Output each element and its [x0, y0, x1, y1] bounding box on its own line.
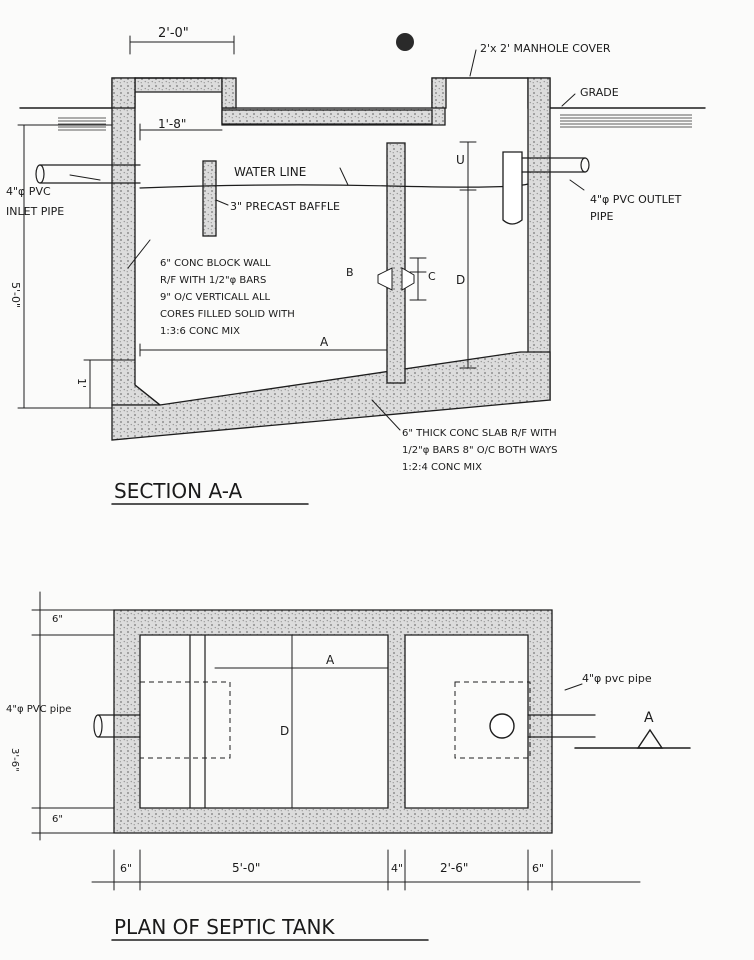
plan-bottom-dim-4: 2'-6"	[440, 861, 468, 875]
wall-note-5: 1:3:6 CONC MIX	[160, 326, 240, 337]
dim-height	[17, 124, 113, 409]
leader-manhole	[469, 49, 477, 77]
plan-manhole-right	[454, 681, 531, 759]
plan-inlet-pipe	[97, 714, 141, 738]
manhole-right-rim	[431, 77, 447, 109]
dim-c-text: C	[428, 270, 436, 283]
ink-blot	[396, 33, 414, 51]
outlet-pipe-end	[580, 157, 590, 173]
precast-baffle	[202, 160, 217, 237]
soil-hatch-left	[58, 117, 106, 131]
slab-note-2: 1/2"φ BARS 8" O/C BOTH WAYS	[402, 445, 557, 456]
manhole-label: 2'x 2' MANHOLE COVER	[480, 42, 611, 55]
plan-title: PLAN OF SEPTIC TANK	[114, 915, 335, 939]
baffle-label: 3" PRECAST BAFFLE	[230, 200, 340, 213]
plan-manhole-left	[139, 681, 231, 759]
manhole-left-block	[111, 77, 136, 109]
plan-bottom-dim-3: 4"	[391, 862, 403, 875]
plan-left-dim-2: 3'-6"	[9, 748, 20, 772]
wall-note-2: R/F WITH 1/2"φ BARS	[160, 275, 266, 286]
slab-note-1: 6" THICK CONC SLAB R/F WITH	[402, 428, 557, 439]
leader-baffle	[215, 199, 229, 206]
dim-u-text: U	[456, 153, 465, 167]
plan-bottom-dim-1: 6"	[120, 862, 132, 875]
dim-a-text: A	[320, 335, 329, 349]
dim-a	[139, 343, 388, 357]
leader-wall	[127, 239, 151, 269]
wall-note-3: 9" O/C VERTICALL ALL	[160, 292, 271, 303]
leader-outlet	[569, 179, 585, 191]
plan-view: A D 4"φ PVC pipe 4"φ pvc pipe A 6" 3'-6"…	[6, 591, 691, 941]
section-view: 2'-0" 2'x 2' MANHOLE COVER GRADE 1'-8" W…	[6, 26, 706, 505]
outlet-label-1: 4"φ PVC OUTLET	[590, 193, 682, 206]
bottom-slab	[111, 351, 551, 441]
plan-dims-bottom	[91, 849, 641, 891]
plan-outlet-pipe	[527, 714, 596, 738]
dim-top-width	[129, 35, 235, 55]
plan-baffle	[189, 634, 206, 809]
left-wall	[111, 77, 162, 406]
wall-note-1: 6" CONC BLOCK WALL	[160, 258, 271, 269]
plan-pipe-right-text: 4"φ pvc pipe	[582, 672, 652, 685]
leader-plan-pipe	[564, 683, 583, 691]
plan-inlet-end	[93, 714, 103, 738]
dim-b-text: B	[346, 266, 354, 279]
leader-slab	[371, 399, 401, 431]
fillet-line	[134, 384, 161, 406]
dim-1ft-text: 1'	[75, 378, 88, 388]
plan-left-dim-1: 6"	[52, 614, 63, 625]
dim-offset	[139, 123, 223, 141]
plan-bottom-dim-5: 6"	[532, 862, 544, 875]
manhole-left-rim	[221, 77, 237, 109]
plan-dim-a-text: A	[326, 653, 335, 667]
outlet-tee	[502, 151, 523, 225]
partition-wall	[386, 142, 406, 384]
soil-hatch-right	[560, 114, 692, 128]
inlet-label-1: 4"φ PVC	[6, 185, 51, 198]
water-line-label: WATER LINE	[234, 165, 306, 179]
water-line	[139, 183, 529, 189]
plan-left-dim-3: 6"	[52, 814, 63, 825]
plan-pipe-left-text: 4"φ PVC pipe	[6, 704, 71, 715]
grade-label: GRADE	[580, 86, 619, 99]
dim-u-d	[459, 141, 477, 369]
dim-d-text: D	[456, 273, 465, 287]
dim-b-c	[409, 257, 427, 301]
inlet-label-2: INLET PIPE	[6, 205, 64, 218]
inlet-pipe	[39, 164, 141, 184]
section-title: SECTION A-A	[114, 479, 242, 503]
leader-grade	[561, 93, 576, 107]
wall-note-4: CORES FILLED SOLID WITH	[160, 309, 295, 320]
plan-walls	[113, 609, 553, 834]
plan-dim-d	[285, 634, 299, 809]
section-mark-triangle	[636, 728, 664, 749]
plan-bottom-dim-2: 5'-0"	[232, 861, 260, 875]
partition-opening	[377, 267, 415, 291]
dim-height-text: 5'-0"	[9, 282, 22, 308]
leader-water	[339, 167, 349, 186]
outlet-pipe	[521, 157, 586, 173]
dim-1ft	[83, 359, 136, 409]
dim-top-width-text: 2'-0"	[158, 26, 189, 41]
plan-dims-left	[31, 591, 115, 841]
plan-dim-a	[214, 661, 389, 675]
slab-note-3: 1:2:4 CONC MIX	[402, 462, 482, 473]
section-mark-text: A	[644, 710, 654, 726]
plan-outlet-tee	[489, 713, 515, 739]
roof-slab-center	[221, 109, 433, 125]
outlet-label-2: PIPE	[590, 210, 614, 223]
plan-dim-d-text: D	[280, 724, 289, 738]
inlet-pipe-end	[35, 164, 45, 184]
leader-inlet	[69, 174, 101, 181]
offset-text: 1'-8"	[158, 117, 186, 131]
